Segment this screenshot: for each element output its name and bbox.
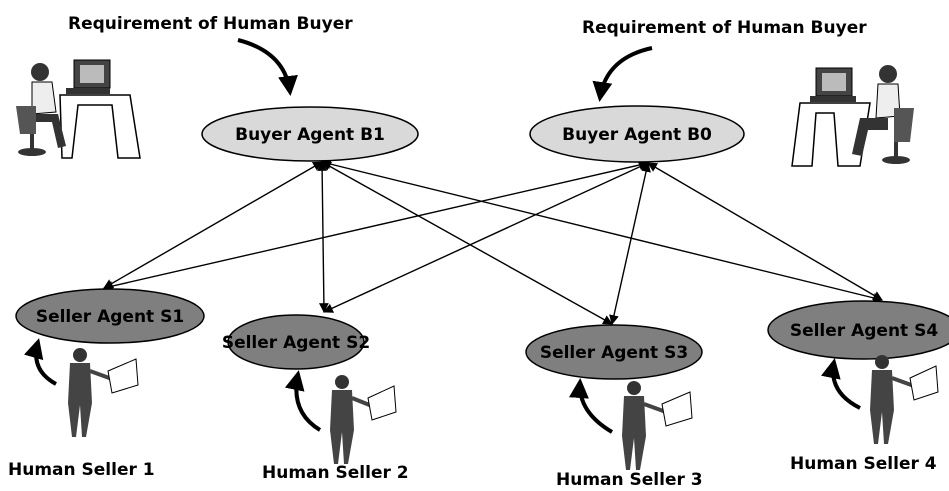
seller-agent-s1[interactable]: Seller Agent S1 [15, 288, 205, 344]
seller-3-arrow [568, 378, 614, 434]
human-buyer-left-icon [16, 59, 141, 159]
buyer-agent-b1-label: Buyer Agent B1 [235, 125, 385, 145]
buyer-agent-b1[interactable]: Buyer Agent B1 [201, 106, 419, 162]
requirement-label-right: Requirement of Human Buyer [582, 18, 867, 38]
human-seller-2-icon [330, 375, 397, 464]
connection-arrows [103, 159, 883, 325]
buyer-agent-b0[interactable]: Buyer Agent B0 [529, 105, 745, 163]
seller-4-arrow [821, 358, 861, 410]
requirement-arrow-right [592, 46, 653, 102]
connection-b0-s1 [103, 160, 649, 291]
seller-agent-s3-label: Seller Agent S3 [540, 343, 688, 363]
seller-agent-s2-label: Seller Agent S2 [222, 333, 370, 353]
connection-b0-s3 [609, 162, 651, 325]
human-buyer-right-icon [791, 65, 914, 167]
human-seller-3-label: Human Seller 3 [556, 470, 703, 490]
buyer-agent-b0-label: Buyer Agent B0 [562, 125, 712, 145]
seller-agent-s4-label: Seller Agent S4 [790, 321, 939, 341]
connection-b1-s1 [103, 161, 323, 289]
human-seller-4-label: Human Seller 4 [790, 454, 937, 474]
seller-2-arrow [284, 370, 322, 432]
human-seller-4-icon [870, 355, 939, 444]
requirement-label-left: Requirement of Human Buyer [68, 14, 353, 34]
connection-b1-s3 [321, 161, 613, 325]
seller-1-arrow [23, 338, 58, 386]
seller-agent-s1-label: Seller Agent S1 [36, 307, 184, 327]
human-seller-1-label: Human Seller 1 [8, 460, 155, 480]
connection-b1-s4 [321, 159, 883, 303]
connection-b0-s4 [647, 162, 883, 301]
seller-agent-s2[interactable]: Seller Agent S2 [222, 314, 370, 370]
human-seller-3-icon [622, 381, 693, 470]
requirement-arrow-left [237, 38, 298, 96]
seller-agent-s4[interactable]: Seller Agent S4 [767, 300, 949, 360]
human-seller-2-label: Human Seller 2 [262, 463, 409, 483]
human-seller-1-icon [68, 348, 139, 437]
seller-agent-s3[interactable]: Seller Agent S3 [525, 324, 703, 380]
connection-b0-s2 [323, 162, 649, 313]
